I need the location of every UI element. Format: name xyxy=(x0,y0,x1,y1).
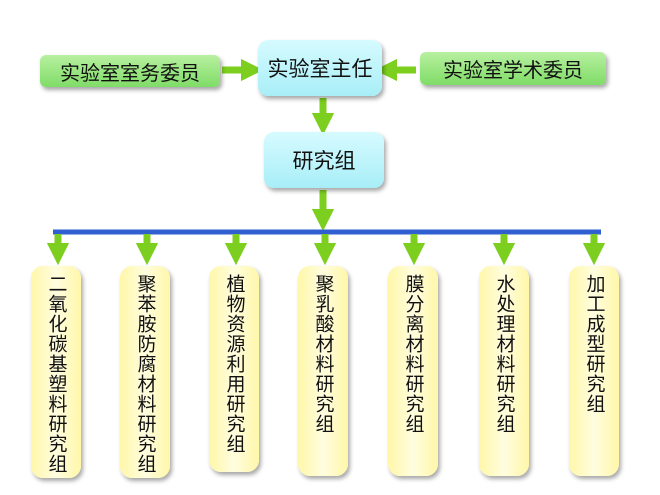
subgroup-box-5: 膜分离材料研究组 xyxy=(388,266,438,476)
director-label: 实验室主任 xyxy=(267,57,373,81)
subgroup-label-6: 水处理材料研究组 xyxy=(493,274,516,434)
subgroup-box-4: 聚乳酸材料研究组 xyxy=(298,266,348,476)
committee-right-label: 实验室学术委员 xyxy=(443,58,583,82)
subgroup-box-7: 加工成型研究组 xyxy=(569,266,619,476)
research-group-label: 研究组 xyxy=(292,149,356,173)
subgroup-box-2: 聚苯胺防腐材料研究组 xyxy=(120,266,170,478)
subgroup-label-1: 二氧化碳基塑料研究组 xyxy=(45,274,68,474)
research-group-box: 研究组 xyxy=(264,132,384,188)
subgroup-label-2: 聚苯胺防腐材料研究组 xyxy=(134,274,157,474)
subgroup-label-5: 膜分离材料研究组 xyxy=(402,274,425,434)
subgroup-label-4: 聚乳酸材料研究组 xyxy=(312,274,335,434)
subgroup-box-3: 植物资源利用研究组 xyxy=(209,266,259,472)
subgroup-box-1: 二氧化碳基塑料研究组 xyxy=(31,266,81,478)
subgroup-box-6: 水处理材料研究组 xyxy=(479,266,529,476)
subgroup-label-3: 植物资源利用研究组 xyxy=(223,274,246,454)
committee-left-box: 实验室室务委员 xyxy=(40,55,220,87)
director-box: 实验室主任 xyxy=(258,40,382,96)
committee-left-label: 实验室室务委员 xyxy=(60,60,200,85)
committee-right-box: 实验室学术委员 xyxy=(420,52,606,85)
subgroup-label-7: 加工成型研究组 xyxy=(583,274,606,414)
